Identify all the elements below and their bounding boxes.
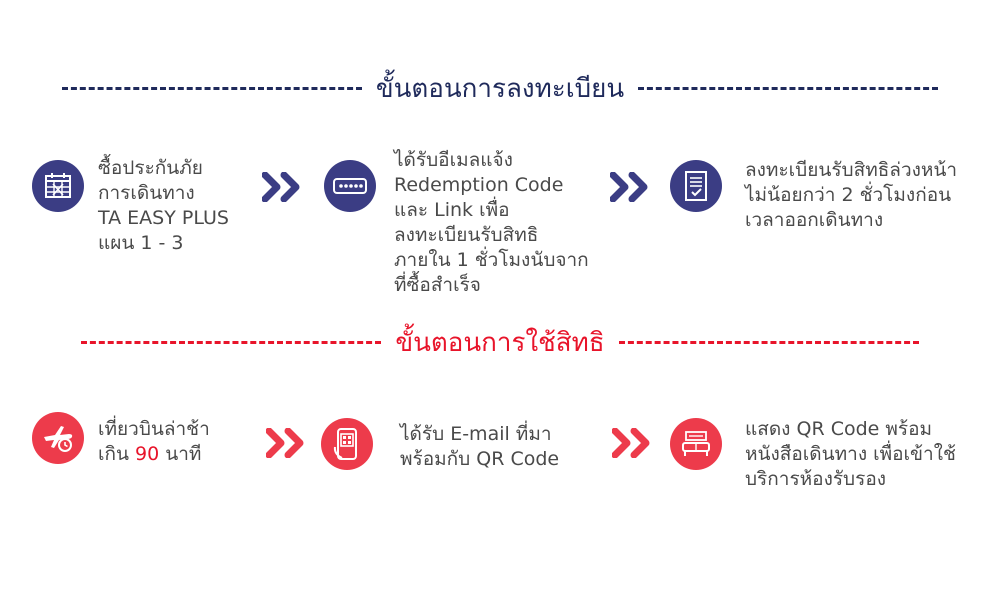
step-line-delay: เกิน 90 นาที [98,442,210,467]
checklist-document-icon [670,160,722,212]
calendar-grid-icon [32,160,84,212]
usage-section-title: ขั้นตอนการใช้สิทธิ [0,322,1000,362]
step-line: บริการห้องรับรอง [745,468,887,490]
usage-step-3-text: แสดง QR Code พร้อม หนังสือเดินทาง เพื่อเ… [745,417,956,492]
registration-step-3-text: ลงทะเบียนรับสิทธิล่วงหน้า ไม่น้อยกว่า 2 … [745,158,957,233]
step-line: หนังสือเดินทาง เพื่อเข้าใช้ [745,443,956,465]
step-line: ซื้อประกันภัย [98,157,203,179]
step-line: การเดินทาง [98,182,195,204]
step-line: แผน 1 - 3 [98,232,184,254]
registration-section-title: ขั้นตอนการลงทะเบียน [0,68,1000,108]
phone-qr-icon [321,418,373,470]
step-line: TA EASY PLUS [98,207,229,229]
step-line: Redemption Code [394,174,564,196]
delay-minutes: 90 [135,443,160,465]
step-line: ภายใน 1 ชั่วโมงนับจาก [394,249,589,271]
step-line: แสดง QR Code พร้อม [745,418,933,440]
password-code-icon [324,160,376,212]
double-chevron-right-icon [262,172,300,202]
title-divider-left [81,340,382,344]
title-divider-right [618,340,919,344]
step-line: ลงทะเบียนรับสิทธิล่วงหน้า [745,159,958,181]
registration-title: ขั้นตอนการลงทะเบียน [375,73,625,104]
usage-step-1-text: เที่ยวบินล่าช้า เกิน 90 นาที [98,417,210,467]
registration-step-2-text: ได้รับอีเมลแจ้ง Redemption Code และ Link… [394,148,589,298]
step-line: ที่ซื้อสำเร็จ [394,274,481,296]
step-line: พร้อมกับ QR Code [400,448,560,470]
double-chevron-right-icon [610,172,648,202]
title-divider-right [638,86,939,90]
step-line: เที่ยวบินล่าช้า [98,418,210,440]
lounge-sofa-icon [670,418,722,470]
usage-step-2-text: ได้รับ E-mail ที่มา พร้อมกับ QR Code [400,422,559,472]
double-chevron-right-icon [266,428,304,458]
title-divider-left [61,86,362,90]
step-line: เวลาออกเดินทาง [745,209,884,231]
step-line: และ Link เพื่อ [394,199,510,221]
delayed-flight-icon [32,412,84,464]
step-line: ลงทะเบียนรับสิทธิ [394,224,539,246]
double-chevron-right-icon [612,428,650,458]
delay-prefix: เกิน [98,443,136,465]
step-line: ไม่น้อยกว่า 2 ชั่วโมงก่อน [745,184,952,206]
step-line: ได้รับอีเมลแจ้ง [394,149,513,171]
registration-step-1-text: ซื้อประกันภัย การเดินทาง TA EASY PLUS แผ… [98,156,229,256]
usage-title: ขั้นตอนการใช้สิทธิ [395,327,605,358]
step-line: ได้รับ E-mail ที่มา [400,423,552,445]
delay-suffix: นาที [159,443,202,465]
